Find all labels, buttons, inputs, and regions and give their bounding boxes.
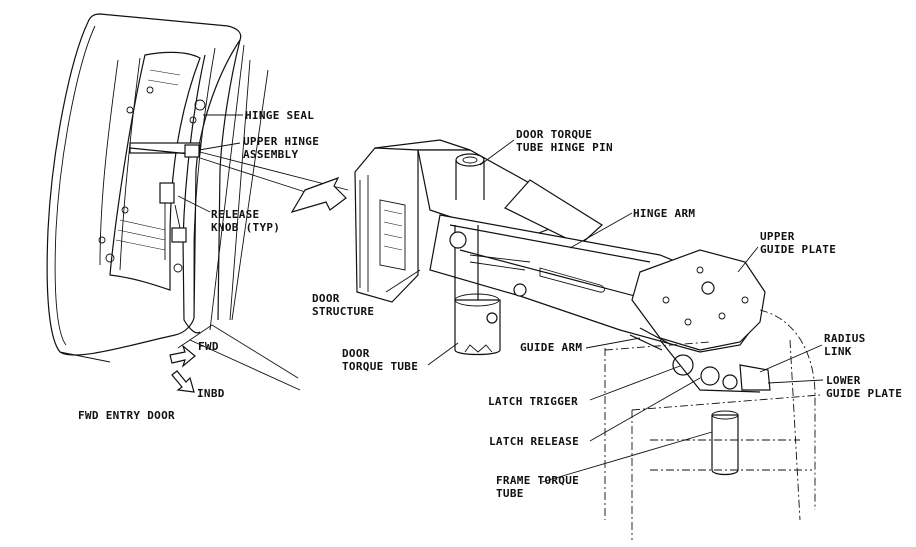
fwd-entry-door-caption: FWD ENTRY DOOR xyxy=(78,409,175,422)
door-torque-tube-hinge-pin-label: DOOR TORQUE TUBE HINGE PIN xyxy=(516,128,613,154)
hinge-arm-label: HINGE ARM xyxy=(633,207,696,220)
radius-link-label: RADIUS LINK xyxy=(824,332,866,358)
frame-torque-tube-label: FRAME TORQUE TUBE xyxy=(496,474,580,500)
hinge-seal-label: HINGE SEAL xyxy=(245,109,315,122)
door-structure-label: DOOR STRUCTURE xyxy=(312,292,375,318)
door-torque-tube-label: DOOR TORQUE TUBE xyxy=(342,347,419,373)
fwd-direction-label: FWD xyxy=(198,340,219,353)
release-knob-label: RELEASE KNOB (TYP) xyxy=(211,208,281,234)
inbd-direction-label: INBD xyxy=(197,387,225,400)
latch-trigger-label: LATCH TRIGGER xyxy=(488,395,578,408)
hinge-assembly-drawing xyxy=(354,139,824,540)
guide-arm-label: GUIDE ARM xyxy=(520,341,583,354)
fwd-entry-door-drawing xyxy=(46,13,349,393)
upper-hinge-assembly-label: UPPER HINGE ASSEMBLY xyxy=(243,135,320,161)
lower-guide-plate-label: LOWER GUIDE PLATE xyxy=(826,374,903,400)
upper-guide-plate-label: UPPER GUIDE PLATE xyxy=(760,230,837,256)
latch-release-label: LATCH RELEASE xyxy=(489,435,579,448)
